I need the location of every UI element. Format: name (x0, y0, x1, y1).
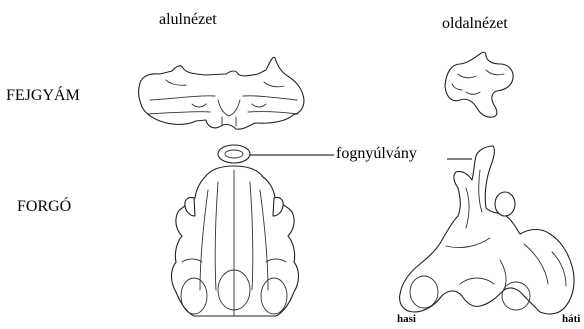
atlas-lateral-drawing (445, 52, 513, 117)
atlas-ventral-drawing (139, 57, 304, 129)
axis-ventral-drawing (172, 145, 299, 316)
axis-lateral-drawing (400, 146, 574, 314)
